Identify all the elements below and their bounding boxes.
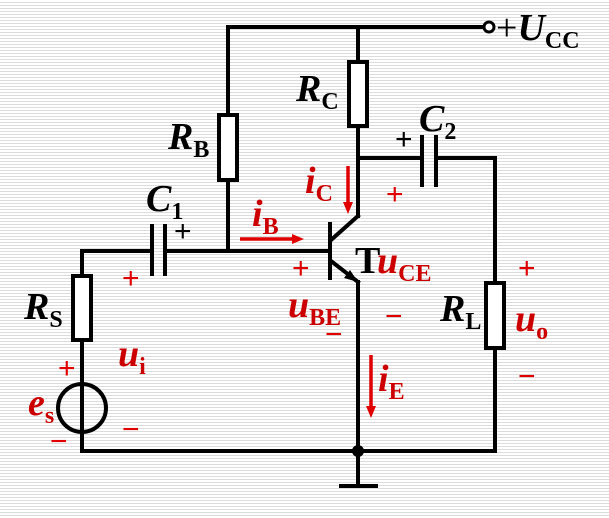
label-ucc-symbol: U: [517, 7, 545, 49]
label-rc-symbol: R: [296, 68, 322, 110]
label-ic-subscript: C: [315, 181, 333, 207]
label-c1-symbol: C: [146, 178, 172, 220]
label-rb-subscript: B: [193, 137, 210, 163]
label-uce: uCE: [377, 240, 431, 286]
ic-arrowhead-icon: [343, 202, 353, 214]
label-uo: uo: [515, 298, 548, 344]
label-c1: C1: [146, 178, 183, 224]
label-rl: RL: [440, 288, 481, 334]
label-ie-subscript: E: [388, 379, 405, 405]
label-uce-symbol: u: [377, 240, 399, 282]
uce-minus-sign: −: [385, 300, 403, 333]
label-ui-symbol: u: [118, 333, 140, 375]
label-c2: C2: [419, 98, 456, 144]
input-wire: [80, 249, 154, 278]
transistor-collector-lead: [328, 213, 361, 243]
es-plus-sign: +: [58, 352, 76, 385]
label-es: es: [28, 382, 54, 428]
label-ucc-subscript: CC: [544, 28, 580, 54]
label-rb: RB: [168, 116, 209, 162]
label-es-symbol: e: [28, 382, 45, 424]
ib-arrowhead-icon: [292, 234, 304, 244]
es-minus-sign: −: [50, 425, 68, 458]
uo-plus-sign: +: [518, 252, 536, 285]
output-wire: [434, 156, 497, 285]
uo-minus-sign: −: [518, 360, 536, 393]
emitter-arrow-icon: [344, 270, 358, 282]
c1-polarity-sign: +: [174, 215, 192, 248]
label-rb-symbol: R: [168, 116, 194, 158]
label-ib-subscript: B: [262, 214, 279, 240]
label-ib: iB: [252, 193, 279, 239]
supply-terminal: [482, 20, 496, 34]
label-ube-symbol: u: [288, 284, 310, 326]
ui-minus-sign: −: [122, 413, 140, 446]
label-ube-subscript: BE: [309, 305, 342, 331]
uce-plus-sign: +: [386, 178, 404, 211]
label-ib-symbol: i: [252, 193, 263, 235]
c2-polarity-sign: +: [395, 123, 413, 156]
label-c1-subscript: 1: [171, 199, 184, 225]
label-rc-subscript: C: [321, 89, 339, 115]
label-transistor-symbol: T: [355, 240, 381, 282]
label-rl-symbol: R: [440, 288, 466, 330]
label-ucc: +UCC: [496, 7, 580, 53]
label-ucc-prefix: +: [496, 7, 518, 49]
label-c2-subscript: 2: [444, 119, 457, 145]
label-rs-subscript: S: [49, 307, 63, 333]
label-ui-subscript: i: [139, 354, 146, 380]
label-es-subscript: s: [44, 403, 55, 429]
label-rl-subscript: L: [465, 309, 482, 335]
label-rc: RC: [296, 68, 339, 114]
label-ui: ui: [118, 333, 146, 379]
label-ie: iE: [378, 358, 405, 404]
ube-plus-sign: +: [292, 252, 310, 285]
ui-plus-sign: +: [122, 262, 140, 295]
resistor-rs: [71, 274, 93, 342]
label-uo-symbol: u: [515, 298, 537, 340]
label-ie-symbol: i: [378, 358, 389, 400]
ube-minus-sign: −: [325, 318, 343, 351]
label-uo-subscript: o: [536, 319, 549, 345]
label-ic: iC: [305, 160, 333, 206]
resistor-rl: [484, 281, 506, 350]
label-c2-symbol: C: [419, 98, 445, 140]
ie-arrowhead-icon: [366, 406, 376, 418]
supply-rail-wire: [226, 25, 486, 117]
label-rs: RS: [24, 286, 63, 332]
label-transistor: T: [355, 242, 380, 280]
label-ube: uBE: [288, 284, 341, 330]
label-rs-symbol: R: [24, 286, 50, 328]
voltage-source-es: [56, 382, 108, 434]
resistor-rb: [217, 113, 239, 182]
label-uce-subscript: CE: [398, 261, 432, 287]
label-ic-symbol: i: [305, 160, 316, 202]
resistor-rc: [347, 60, 369, 128]
